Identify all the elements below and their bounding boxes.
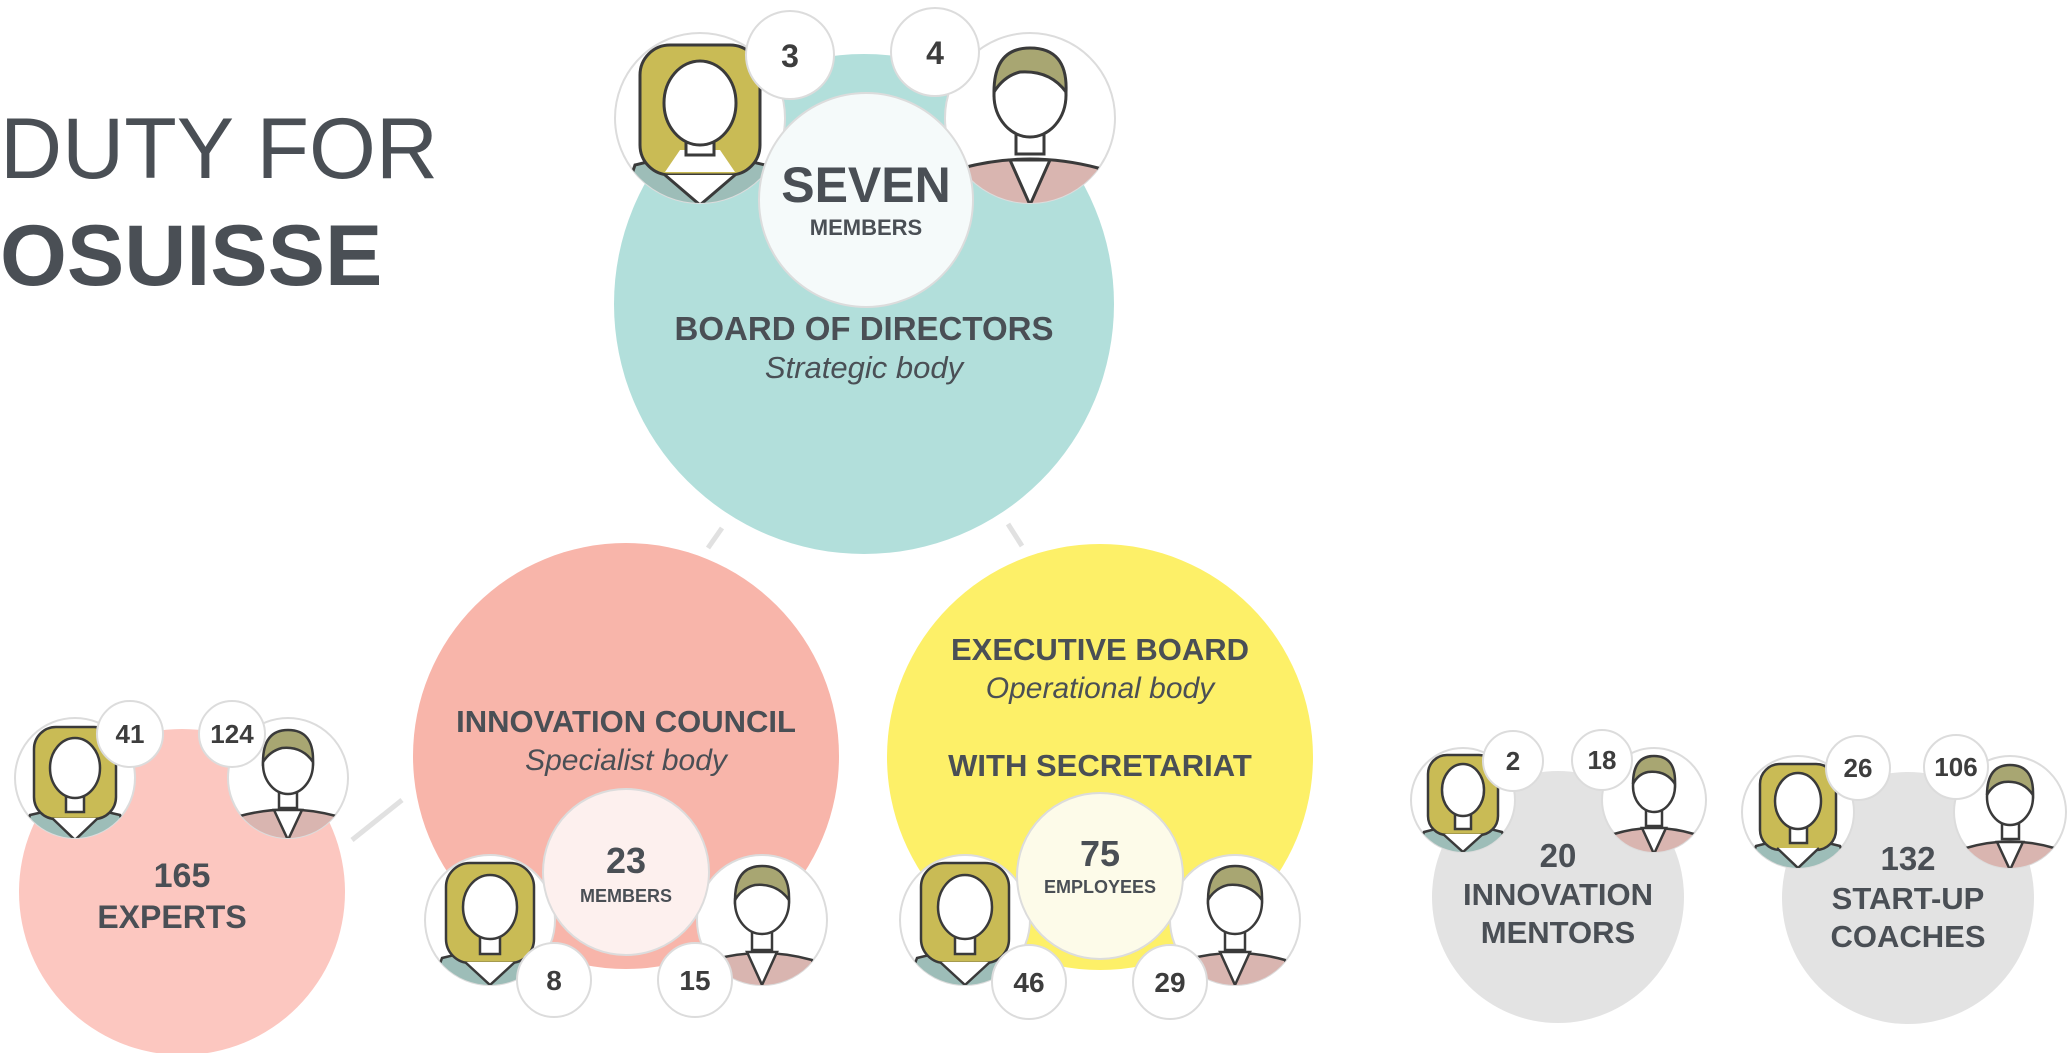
executive-sub: Operational body <box>986 672 1216 705</box>
executive-name-2: WITH SECRETARIAT <box>948 748 1252 783</box>
experts-count: 165 <box>154 857 211 895</box>
coaches-men-badge <box>1923 734 1989 800</box>
coaches-men-count: 106 <box>1934 752 1977 782</box>
council-female-avatar <box>424 854 556 986</box>
mentors-line-1: INNOVATION <box>1463 877 1653 912</box>
board-name: BOARD OF DIRECTORS <box>675 310 1054 347</box>
executive-employees-badge <box>1016 792 1184 960</box>
executive-employees-count: 75 <box>1080 833 1120 874</box>
council-men-count: 15 <box>679 965 710 996</box>
council-sub: Specialist body <box>525 744 729 777</box>
council-men-badge <box>657 942 733 1018</box>
title-line-1: DUTY FOR <box>0 101 438 197</box>
executive-women-badge <box>991 944 1067 1020</box>
council-members-count: 23 <box>606 840 646 881</box>
mentors-women-badge <box>1482 730 1544 792</box>
connector-board-executive <box>1005 522 1025 548</box>
coaches-women-badge <box>1825 735 1891 801</box>
board-women-count: 3 <box>781 38 799 74</box>
coaches-count: 132 <box>1880 840 1935 877</box>
executive-name: EXECUTIVE BOARD <box>951 632 1249 667</box>
mentors-women-count: 2 <box>1506 746 1520 776</box>
connector-council-experts <box>350 798 404 842</box>
mentors-female-avatar <box>1410 747 1516 853</box>
coaches-line-1: START-UP <box>1832 881 1985 916</box>
board-members-unit: MEMBERS <box>810 215 922 240</box>
council-name: INNOVATION COUNCIL <box>456 704 796 739</box>
executive-employees-unit: EMPLOYEES <box>1044 877 1156 897</box>
mentors-count: 20 <box>1540 837 1577 874</box>
experts-node: 41 124 165 EXPERTS <box>14 700 349 1053</box>
innovation-mentors-node: 2 18 20 INNOVATION MENTORS <box>1410 729 1707 1023</box>
experts-men-badge <box>198 700 266 768</box>
coaches-women-count: 26 <box>1844 753 1873 783</box>
council-members-unit: MEMBERS <box>580 886 672 906</box>
board-women-badge <box>745 10 835 100</box>
board-sub: Strategic body <box>765 350 966 385</box>
board-male-avatar <box>944 32 1116 204</box>
board-members-badge <box>758 92 974 308</box>
executive-female-avatar <box>899 854 1031 986</box>
board-men-count: 4 <box>926 35 944 71</box>
startup-coaches-node: 26 106 132 START-UP COACHES <box>1741 734 2067 1024</box>
mentors-line-2: MENTORS <box>1481 915 1635 950</box>
innovation-council-node: INNOVATION COUNCIL Specialist body <box>413 543 839 1018</box>
council-women-badge <box>516 942 592 1018</box>
experts-women-badge <box>96 700 164 768</box>
board-members-count: SEVEN <box>781 157 951 213</box>
mentors-men-count: 18 <box>1588 745 1617 775</box>
board-of-directors-node: 3 4 SEVEN MEMBERS BOARD OF DIRECTORS Str… <box>614 7 1116 554</box>
experts-unit: EXPERTS <box>97 899 246 935</box>
experts-men-count: 124 <box>210 719 254 749</box>
experts-women-count: 41 <box>116 719 145 749</box>
executive-board-node: EXECUTIVE BOARD Operational body WITH SE… <box>887 544 1313 1020</box>
connector-board-council <box>705 526 725 550</box>
council-women-count: 8 <box>546 965 562 996</box>
title-line-2: OSUISSE <box>0 208 382 304</box>
coaches-line-2: COACHES <box>1830 919 1985 954</box>
council-members-badge <box>542 788 710 956</box>
mentors-men-badge <box>1571 729 1633 791</box>
board-men-badge <box>890 7 980 97</box>
executive-men-badge <box>1132 944 1208 1020</box>
executive-men-count: 29 <box>1154 967 1185 998</box>
executive-women-count: 46 <box>1013 967 1044 998</box>
board-female-avatar <box>614 32 786 204</box>
